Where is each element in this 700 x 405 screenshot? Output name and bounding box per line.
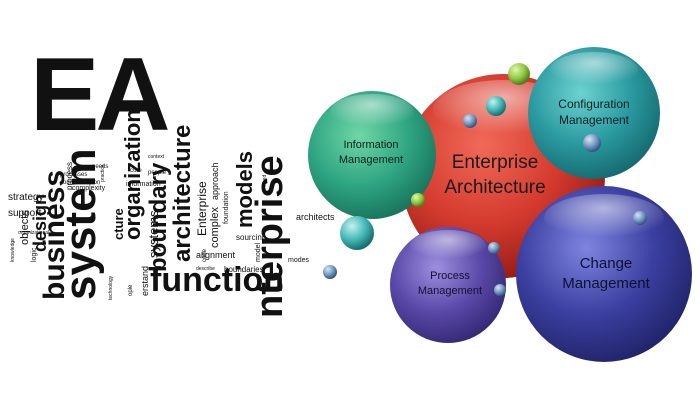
word-code: code	[202, 248, 208, 262]
word-business: business	[38, 170, 71, 300]
word-knowledge: knowledge	[10, 238, 16, 262]
word-complex: complex	[209, 207, 221, 248]
bubble-change-management: Change Management	[516, 186, 692, 362]
word-technology: technology	[108, 275, 114, 300]
word-needs: needs	[92, 164, 108, 170]
word-enterprise-small: Enterprise	[195, 181, 209, 236]
bubble-information-management: Information Management	[308, 91, 436, 219]
word-complexity: complexity	[72, 185, 106, 192]
bubble-information-line2: Management	[339, 154, 403, 166]
word-core: core	[130, 168, 142, 174]
word-architecture: architecture	[169, 125, 196, 262]
word-system: system	[56, 148, 105, 300]
word-organization: organization	[120, 109, 145, 240]
small-bubble-steel-config	[583, 134, 601, 152]
bubble-diagram: Enterprise Architecture Information Mana…	[308, 47, 692, 362]
word-context: context	[148, 154, 165, 160]
word-information: information	[126, 181, 161, 188]
word-modes: modes	[288, 257, 310, 264]
word-people: people	[148, 170, 167, 176]
bubble-change-line2: Management	[562, 275, 650, 292]
small-bubble-steel-bottom	[494, 284, 506, 296]
bubble-configuration-line1: Configuration	[558, 97, 629, 111]
word-enterprise: nterprise	[249, 155, 291, 318]
decorative-small-bubbles	[323, 63, 647, 296]
word-objects: objects	[19, 210, 31, 245]
small-bubble-lime	[508, 63, 530, 85]
word-function: function	[150, 261, 284, 299]
bubble-configuration-management: Configuration Management	[528, 47, 660, 179]
word-strategy: strategy	[8, 192, 44, 203]
word-foundation: foundation	[223, 191, 230, 224]
word-embed: embed	[262, 174, 268, 190]
bubble-center-line1: Enterprise	[452, 152, 539, 173]
bubble-change-line1: Change	[580, 255, 633, 272]
small-bubble-steel-left	[323, 265, 337, 279]
word-cture: cture	[111, 208, 126, 240]
word-architects: architects	[296, 212, 335, 222]
bubble-process-line1: Process	[430, 270, 470, 282]
word-approach: approach	[210, 162, 220, 200]
bubble-process-management: Process Management	[390, 227, 506, 343]
word-design: design	[30, 194, 50, 252]
word-models: models	[232, 151, 257, 228]
bubble-center-line2: Architecture	[444, 177, 545, 198]
small-bubble-lime-left	[411, 193, 425, 207]
word-cloud: EA system business design objects strate…	[8, 37, 335, 318]
small-bubble-aqua-top	[486, 96, 506, 116]
word-boundaries: boundaries	[224, 265, 264, 274]
word-communication: communication	[60, 180, 100, 186]
word-model: model	[255, 242, 262, 262]
word-boundary: boundary	[145, 162, 172, 272]
word-erstand: erstand	[140, 266, 150, 296]
word-alignment: alignment	[196, 250, 236, 260]
ea-title: EA	[30, 37, 168, 153]
small-bubble-aqua-left	[340, 216, 374, 250]
small-bubble-steel-process	[488, 242, 500, 254]
word-sourcing: sourcing	[236, 233, 266, 242]
word-processes: processes	[60, 172, 87, 178]
bubble-information-line1: Information	[343, 139, 398, 151]
word-process: process	[65, 162, 74, 190]
word-practice: practice	[100, 164, 106, 182]
word-systems: systems	[146, 210, 161, 258]
word-ople: ople	[128, 284, 134, 296]
bubble-configuration-line2: Management	[559, 113, 630, 127]
word-describe: describe	[196, 266, 215, 272]
bubble-process-line2: Management	[418, 285, 482, 297]
word-logic: logic	[31, 247, 38, 262]
small-bubble-steel-change	[633, 211, 647, 225]
word-organizational: organizational	[18, 230, 49, 236]
word-support: support	[8, 208, 42, 219]
small-bubble-steel-mid	[463, 114, 477, 128]
